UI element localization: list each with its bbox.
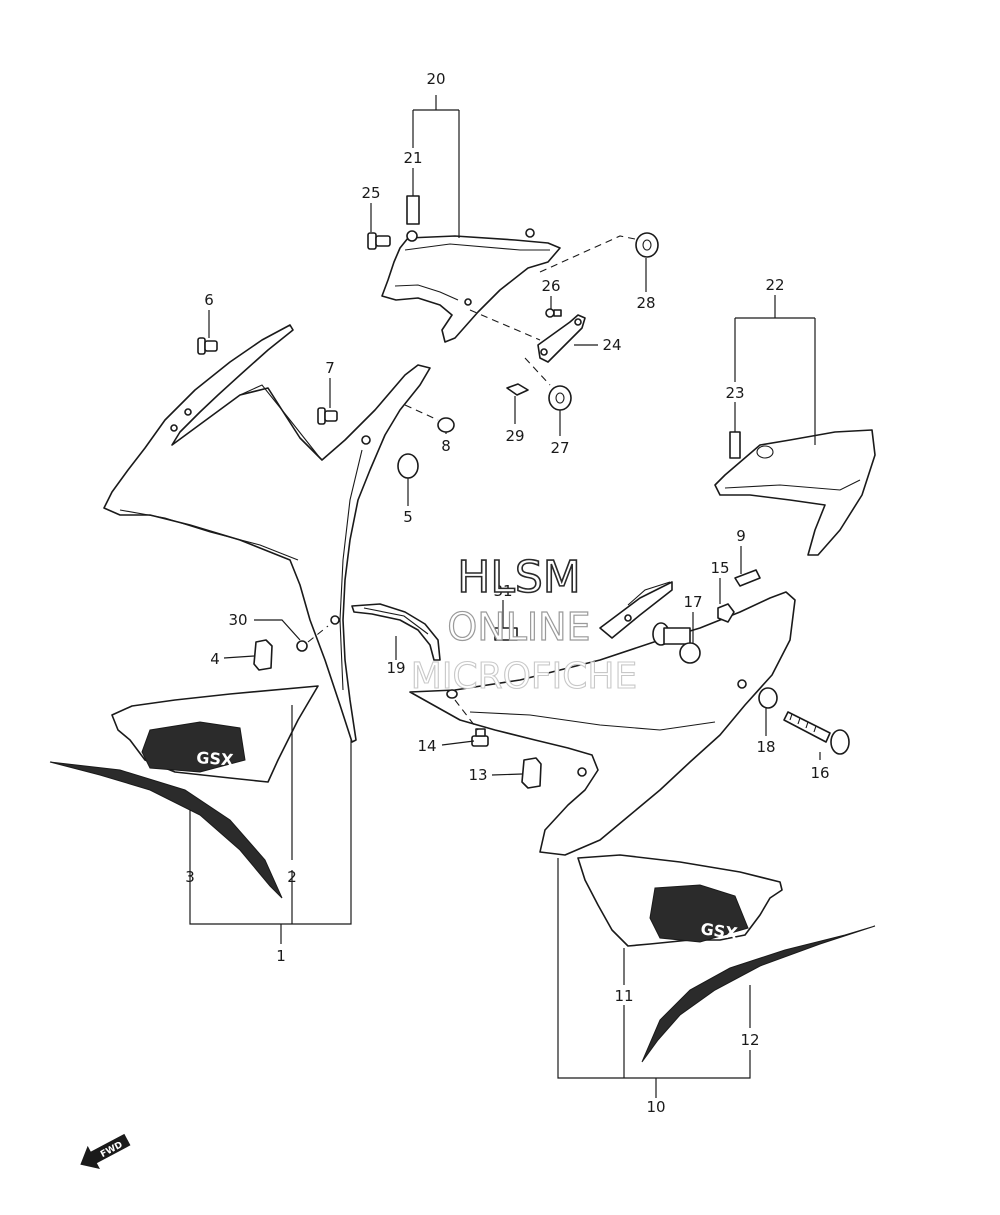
assembly-line-24 <box>469 309 541 341</box>
leader-lines <box>189 95 821 1098</box>
callout-27: 27 <box>550 439 569 457</box>
callout-22: 22 <box>765 276 784 294</box>
assembly-line-27 <box>524 357 551 386</box>
washer-14a <box>446 689 458 699</box>
callout-6: 6 <box>204 291 214 309</box>
callout-31: 31 <box>493 582 512 600</box>
screw-25 <box>367 232 391 250</box>
callout-5: 5 <box>403 508 413 526</box>
screw-26 <box>545 308 562 318</box>
callout-9: 9 <box>736 527 746 545</box>
decal-left-2: GSX <box>111 685 319 783</box>
pad-9 <box>734 569 761 587</box>
bolt-16 <box>783 711 850 755</box>
screw-6 <box>197 337 218 355</box>
cushion-5 <box>397 453 419 479</box>
callout-2: 2 <box>287 868 297 886</box>
stripe-right-12 <box>641 925 876 1063</box>
decal-right-11: GSX <box>577 854 783 947</box>
decal-badge-left: GSX <box>196 748 235 770</box>
grommet-27 <box>548 385 572 411</box>
callout-26: 26 <box>541 277 560 295</box>
callout-24: 24 <box>602 336 621 354</box>
callout-16: 16 <box>810 764 829 782</box>
screw-14 <box>471 728 489 747</box>
inner-cover-upper <box>381 228 561 343</box>
callout-20: 20 <box>426 70 445 88</box>
stripe-left-3 <box>49 761 283 899</box>
clip-13 <box>521 757 542 789</box>
callout-29: 29 <box>505 427 524 445</box>
callout-4: 4 <box>210 650 220 668</box>
nut-15 <box>717 603 735 623</box>
nut-8 <box>437 417 455 433</box>
callout-25: 25 <box>361 184 380 202</box>
callout-12: 12 <box>740 1031 759 1049</box>
watermark-line-1: HLSM <box>457 552 581 603</box>
forward-arrow-icon: FWD <box>80 1133 131 1169</box>
callout-23: 23 <box>725 384 744 402</box>
screw-30 <box>296 640 308 652</box>
watermark-line-3: MICROFICHE <box>411 656 637 697</box>
inner-panel-22 <box>714 429 876 556</box>
assembly-line-8 <box>404 404 439 421</box>
callout-7: 7 <box>325 359 335 377</box>
callout-14: 14 <box>417 737 436 755</box>
bracket-24 <box>537 314 586 363</box>
callout-15: 15 <box>710 559 729 577</box>
callout-17: 17 <box>683 593 702 611</box>
callout-3: 3 <box>185 868 195 886</box>
callout-30: 30 <box>228 611 247 629</box>
washer-18 <box>758 687 778 709</box>
screw-7 <box>317 407 338 425</box>
grommet-28 <box>635 232 659 258</box>
callout-1: 1 <box>276 947 286 965</box>
spacer-17 <box>652 622 701 664</box>
assembly-line-28 <box>539 235 641 273</box>
callout-19: 19 <box>386 659 405 677</box>
fairing-brace-19 <box>351 603 441 661</box>
callout-10: 10 <box>646 1098 665 1116</box>
pad-31 <box>494 627 518 641</box>
assembly-line-30 <box>307 625 329 643</box>
callout-13: 13 <box>468 766 487 784</box>
callout-8: 8 <box>441 437 451 455</box>
callout-labels: 20 21 25 26 28 24 29 27 22 23 6 7 8 5 30… <box>185 70 829 1116</box>
watermark-line-2: ONLINE <box>447 605 590 649</box>
callout-28: 28 <box>636 294 655 312</box>
pad-29 <box>506 383 529 396</box>
callout-11: 11 <box>614 987 633 1005</box>
callout-18: 18 <box>756 738 775 756</box>
front-cowling <box>103 324 431 743</box>
callout-21: 21 <box>403 149 422 167</box>
watermark: HLSM ONLINE MICROFICHE <box>410 551 638 697</box>
clip-4 <box>253 639 273 671</box>
